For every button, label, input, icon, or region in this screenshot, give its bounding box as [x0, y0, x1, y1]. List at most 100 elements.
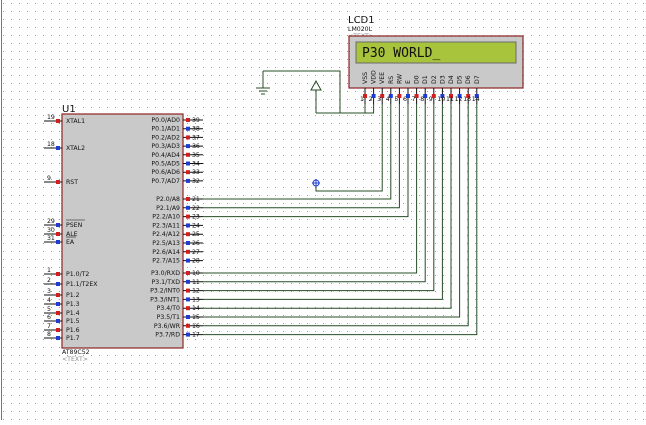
u1-pin-number: 14 — [192, 305, 200, 312]
lcd-pin-name: D4 — [448, 75, 455, 84]
wire — [203, 104, 400, 209]
u1-pin-terminal — [56, 223, 60, 227]
u1-pin-name: P1.4 — [66, 310, 80, 317]
u1-pin-terminal — [56, 311, 60, 315]
u1-pin-name: P2.3/A11 — [152, 222, 180, 229]
u1-microcontroller[interactable]: U1 AT89C52 <TEXT> 19XTAL118XTAL29RST29PS… — [44, 104, 203, 363]
u1-pin-number: 27 — [192, 249, 200, 256]
u1-pin-number: 7 — [47, 323, 51, 330]
u1-pin-terminal — [56, 272, 60, 276]
u1-pin-number: 6 — [47, 314, 51, 321]
u1-pin-name: P2.1/A9 — [156, 205, 180, 212]
u1-pin-terminal — [186, 315, 190, 319]
ground-symbol — [256, 71, 270, 95]
lcd-pin-terminal — [440, 94, 445, 98]
u1-pin-number: 15 — [192, 314, 200, 321]
lcd-pin-number: 1 — [360, 96, 364, 103]
lcd-pin-name: D2 — [431, 75, 438, 84]
u1-text-tag: <TEXT> — [62, 356, 88, 363]
wire — [203, 104, 418, 274]
u1-pin-terminal — [186, 135, 190, 140]
u1-pin-terminal — [186, 118, 190, 122]
u1-pin-terminal — [186, 258, 190, 263]
u1-pin-name: EA — [66, 239, 75, 246]
u1-pin-number: 38 — [192, 126, 200, 133]
lcd-pin-number: 7 — [412, 96, 416, 103]
lcd-pin-number: 3 — [377, 96, 381, 103]
wires — [203, 70, 478, 336]
u1-pin-name: ALE — [66, 231, 78, 238]
u1-pin-number: 19 — [47, 114, 55, 121]
u1-pin-terminal — [186, 214, 190, 219]
lcd-pin-number: 6 — [403, 96, 407, 103]
lcd-pin-name: D0 — [414, 75, 421, 84]
u1-pin-terminal — [186, 126, 190, 131]
wire — [203, 104, 452, 309]
lcd-pin-name: VDD — [371, 70, 378, 84]
u1-pin-name: P1.1/T2EX — [66, 281, 98, 288]
u1-body — [61, 113, 184, 349]
u1-pin-terminal — [56, 119, 60, 123]
lcd-pin-number: 5 — [394, 96, 398, 103]
wire — [203, 104, 392, 200]
u1-pin-name: P2.7/A15 — [152, 258, 180, 265]
lcd-pin-terminal — [431, 94, 436, 98]
u1-pin-terminal — [186, 271, 190, 275]
u1-pin-name: P2.4/A12 — [152, 231, 180, 238]
u1-pin-number: 8 — [47, 331, 51, 338]
u1-pin-terminal — [186, 297, 190, 302]
u1-pin-number: 4 — [47, 297, 51, 304]
u1-pin-number: 5 — [47, 306, 51, 313]
u1-pin-terminal — [186, 279, 190, 284]
lcd-pin-terminal — [388, 94, 393, 98]
wire — [203, 104, 461, 318]
lcd-pin-name: D5 — [457, 75, 464, 84]
wire — [203, 104, 409, 218]
u1-pin-name: P0.5/AD5 — [151, 161, 180, 168]
lcd-pin-number: 14 — [472, 96, 480, 103]
u1-pin-number: 34 — [192, 161, 200, 168]
lcd-pin-number: 10 — [437, 96, 445, 103]
u1-pin-terminal — [186, 232, 190, 237]
lcd-pin-terminal — [474, 94, 479, 98]
u1-pin-terminal — [186, 223, 190, 228]
u1-pin-name: P3.2/INT0 — [150, 288, 180, 295]
probe-marker — [312, 179, 320, 187]
lcd-pin-terminal — [414, 94, 419, 98]
u1-pin-name: P3.6/WR — [154, 323, 181, 330]
u1-pin-name: XTAL2 — [66, 145, 85, 152]
u1-pin-number: 10 — [192, 270, 200, 277]
u1-pin-name: P3.1/TXD — [152, 279, 181, 286]
lcd-pin-terminal — [457, 94, 462, 98]
u1-pin-terminal — [186, 249, 190, 254]
u1-pin-name: P0.4/AD4 — [151, 152, 180, 159]
u1-pin-name: P1.7 — [66, 335, 80, 342]
u1-left-pins: 19XTAL118XTAL29RST29PSEN30ALE31EA1P1.0/T… — [44, 114, 98, 342]
lcd-pin-terminal — [449, 94, 453, 98]
u1-pin-terminal — [186, 161, 190, 166]
u1-pin-terminal — [186, 197, 190, 201]
u1-pin-number: 13 — [192, 296, 200, 303]
u1-pin-terminal — [56, 240, 60, 244]
u1-pin-terminal — [56, 336, 60, 340]
u1-pin-number: 9 — [47, 175, 51, 182]
lcd-pin-name: D3 — [439, 75, 446, 84]
lcd-pin-terminal — [363, 94, 367, 98]
u1-pin-terminal — [186, 152, 190, 157]
u1-pin-terminal — [186, 178, 190, 183]
lcd1[interactable]: LCD1 LM020L <TEXT> P30 WORLD_ 1VSS2VDD3V… — [348, 15, 524, 104]
lcd-pin-name: RS — [388, 76, 395, 84]
u1-pin-number: 33 — [192, 169, 200, 176]
u1-pin-terminal — [56, 180, 60, 184]
u1-pin-number: 21 — [192, 196, 200, 203]
u1-pin-number: 23 — [192, 214, 200, 221]
u1-pin-number: 3 — [47, 288, 51, 295]
u1-pin-number: 22 — [192, 205, 200, 212]
power-symbol — [310, 79, 322, 113]
u1-pin-number: 2 — [47, 277, 51, 284]
u1-pin-number: 32 — [192, 178, 200, 185]
lcd-pin-name: D6 — [465, 75, 472, 84]
lcd-ref-label: LCD1 — [348, 15, 375, 26]
lcd-pin-name: RW — [396, 74, 403, 84]
